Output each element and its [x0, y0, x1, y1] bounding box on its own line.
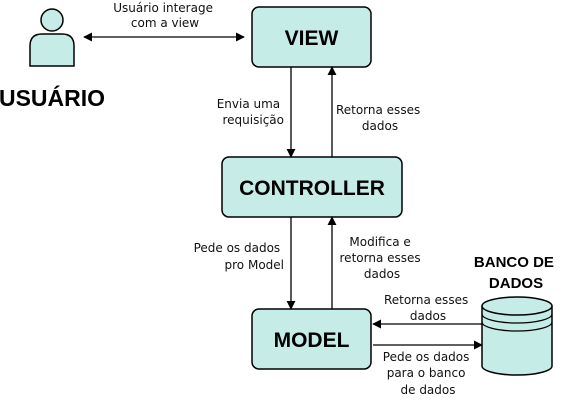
database-cylinder-icon	[481, 296, 553, 376]
user-view-label: Usuário interage com a view	[113, 1, 217, 30]
database-label: BANCO DE DADOS	[474, 254, 558, 292]
user-icon	[29, 8, 75, 67]
model-title: MODEL	[274, 329, 350, 352]
controller-node: CONTROLLER	[221, 156, 403, 218]
user-label: USUÁRIO	[0, 84, 105, 111]
controller-to-view-label: Retorna esses dados	[336, 103, 424, 133]
controller-title: CONTROLLER	[239, 177, 385, 200]
view-to-controller-label: Envia uma requisição	[217, 97, 284, 127]
db-to-model-label: Retorna esses dados	[384, 293, 472, 323]
model-to-controller-label: Modifica e retorna esses dados	[340, 235, 425, 281]
model-node: MODEL	[251, 308, 372, 370]
model-to-db-label: Pede os dados para o banco de dados	[383, 350, 473, 397]
controller-to-model-label: Pede os dados pro Model	[194, 241, 284, 272]
view-node: VIEW	[251, 6, 372, 68]
view-title: VIEW	[285, 27, 339, 50]
